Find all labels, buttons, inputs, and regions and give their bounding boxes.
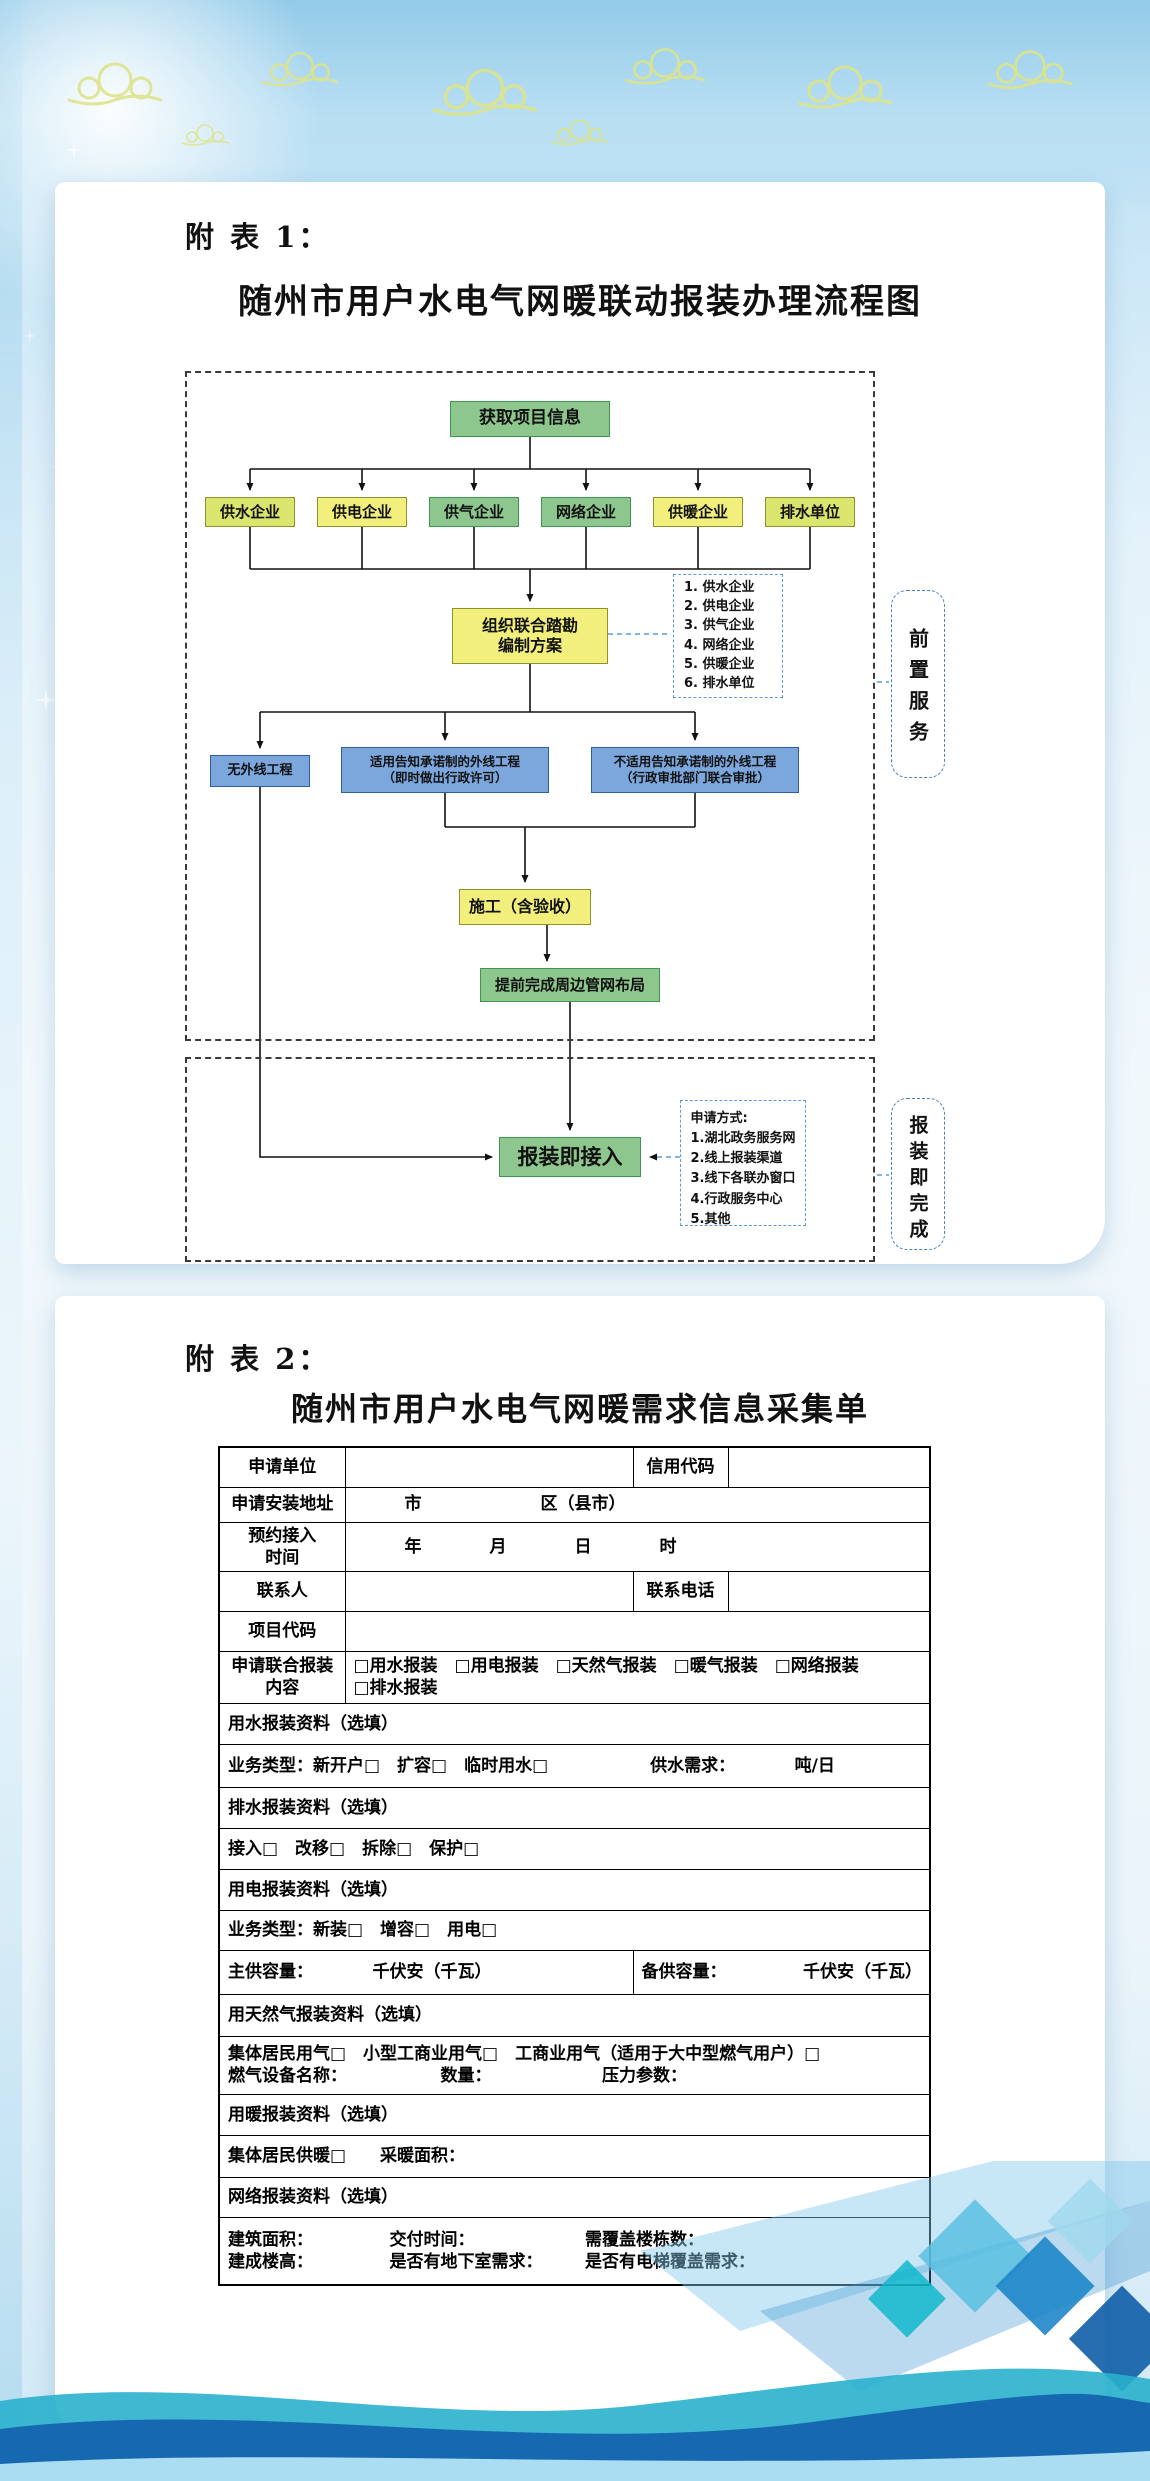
list-item: 6. 排水单位 <box>684 676 755 691</box>
form-label-cell: 联系人 <box>218 1570 346 1612</box>
list-item: 5. 供暖企业 <box>684 656 755 672</box>
form-section-header-cell: 用电报装资料（选填） <box>218 1868 931 1911</box>
table-row: 申请安装地址 市 区（县市） <box>218 1486 931 1523</box>
node-power-company: 供电企业 <box>317 497 407 527</box>
table-row: 用电报装资料（选填） <box>218 1868 931 1911</box>
form-label-cell: 申请联合报装 内容 <box>218 1650 346 1704</box>
table-row: 项目代码 <box>218 1610 931 1652</box>
form-panel: 附 表 2： 随州市用户水电气网暖需求信息采集单 申请单位 信用代码 申请安装地… <box>55 1296 1105 2442</box>
form-checkbox-cell[interactable]: 业务类型：新装□ 增容□ 用电□ <box>218 1909 931 1951</box>
node-pipe-network-layout: 提前完成周边管网布局 <box>480 968 660 1002</box>
completion-region <box>185 1057 875 1262</box>
node-water-company: 供水企业 <box>205 497 295 527</box>
form-section-header-cell: 网络报装资料（选填） <box>218 2176 931 2218</box>
node-gas-company: 供气企业 <box>429 497 519 527</box>
collection-form-table: 申请单位 信用代码 申请安装地址 市 区（县市） 预约接入 时间 年 月 日 时… <box>218 1446 931 2287</box>
form-section-header-cell: 排水报装资料（选填） <box>218 1786 931 1829</box>
form-label-cell: 项目代码 <box>218 1610 346 1652</box>
form-input-cell[interactable] <box>344 1570 634 1612</box>
form-section-header-cell: 用天然气报装资料（选填） <box>218 1993 931 2037</box>
cloud-motifs-icon <box>67 48 1073 146</box>
form-input-cell[interactable]: 建筑面积： 交付时间： 需覆盖楼栋数： 建成楼高： 是否有地下室需求： 是否有电… <box>218 2216 931 2286</box>
table-row: 建筑面积： 交付时间： 需覆盖楼栋数： 建成楼高： 是否有地下室需求： 是否有电… <box>218 2216 931 2286</box>
node-heating-company: 供暖企业 <box>653 497 743 527</box>
apply-methods-box: 申请方式: 1.湖北政务服务网 2.线上报装渠道 3.线下各联办窗口 4.行政服… <box>680 1100 806 1227</box>
form-title: 随州市用户水电气网暖需求信息采集单 <box>290 1390 869 1428</box>
table-row: 业务类型：新装□ 增容□ 用电□ <box>218 1909 931 1951</box>
bottom-wave-decoration <box>0 2161 1150 2481</box>
flowchart-panel: 附 表 1： 随州市用户水电气网暖联动报装办理流程图 <box>55 182 1105 1264</box>
list-item: 2. 供电企业 <box>684 599 755 614</box>
pre-service-region <box>185 371 875 1041</box>
form-label-cell: 预约接入 时间 <box>218 1521 346 1572</box>
form-checkbox-cell[interactable]: 集体居民用气□ 小型工商业用气□ 工商业用气（适用于大中型燃气用户）□ 燃气设备… <box>218 2035 931 2095</box>
pre-service-label: 前置服务 <box>891 590 945 778</box>
form-section-header-cell: 用水报装资料（选填） <box>218 1702 931 1745</box>
table-row: 申请联合报装 内容 □用水报装 □用电报装 □天然气报装 □暖气报装 □网络报装… <box>218 1650 931 1704</box>
node-joint-survey: 组织联合踏勘 编制方案 <box>452 608 608 664</box>
form-label-cell: 申请安装地址 <box>218 1486 346 1523</box>
table-row: 用暖报装资料（选填） <box>218 2093 931 2136</box>
node-network-company: 网络企业 <box>541 497 631 527</box>
form-input-cell[interactable] <box>727 1570 931 1612</box>
node-construction: 施工（含验收） <box>459 889 591 925</box>
table-row: 接入□ 改移□ 拆除□ 保护□ <box>218 1827 931 1870</box>
table-row: 集体居民供暖□ 采暖面积： <box>218 2134 931 2178</box>
form-checkbox-cell[interactable]: 集体居民供暖□ 采暖面积： <box>218 2134 931 2178</box>
form-input-cell[interactable] <box>344 1446 634 1488</box>
attachment1-label: 附 表 1： <box>185 220 331 254</box>
node-connect-on-apply: 报装即接入 <box>499 1137 641 1177</box>
table-row: 用天然气报装资料（选填） <box>218 1993 931 2037</box>
node-promise-system: 适用告知承诺制的外线工程 （即时做出行政许可） <box>341 747 549 793</box>
form-checkbox-cell[interactable]: 接入□ 改移□ 拆除□ 保护□ <box>218 1827 931 1870</box>
form-label-cell: 联系电话 <box>632 1570 729 1612</box>
flowchart: 获取项目信息 供水企业 供电企业 供气企业 网络企业 供暖企业 排水单位 组织联… <box>55 182 1105 1264</box>
table-row: 排水报装资料（选填） <box>218 1786 931 1829</box>
table-row: 联系人 联系电话 <box>218 1570 931 1612</box>
node-no-external-line: 无外线工程 <box>210 755 310 787</box>
form-input-cell[interactable]: 市 区（县市） <box>344 1486 931 1523</box>
form-checkbox-cell[interactable]: 业务类型：新开户□ 扩容□ 临时用水□ 供水需求： 吨/日 <box>218 1743 931 1788</box>
form-input-cell[interactable]: 年 月 日 时 <box>344 1521 931 1572</box>
table-row: 网络报装资料（选填） <box>218 2176 931 2218</box>
form-label-cell: 信用代码 <box>632 1446 729 1488</box>
table-row: 预约接入 时间 年 月 日 时 <box>218 1521 931 1572</box>
node-drainage-unit: 排水单位 <box>765 497 855 527</box>
table-row: 集体居民用气□ 小型工商业用气□ 工商业用气（适用于大中型燃气用户）□ 燃气设备… <box>218 2035 931 2095</box>
form-section-header-cell: 用暖报装资料（选填） <box>218 2093 931 2136</box>
table-row: 业务类型：新开户□ 扩容□ 临时用水□ 供水需求： 吨/日 <box>218 1743 931 1788</box>
form-checkbox-cell[interactable]: □用水报装 □用电报装 □天然气报装 □暖气报装 □网络报装 □排水报装 <box>344 1650 931 1704</box>
participants-list-box: 1. 供水企业 2. 供电企业 3. 供气企业 4. 网络企业 5. 供暖企业 … <box>673 574 783 698</box>
table-row: 申请单位 信用代码 <box>218 1446 931 1488</box>
flowchart-title: 随州市用户水电气网暖联动报装办理流程图 <box>238 282 922 322</box>
completed-label: 报装即完成 <box>891 1098 945 1250</box>
attachment2-label: 附 表 2： <box>185 1342 331 1376</box>
form-input-cell[interactable]: 备供容量： 千伏安（千瓦） <box>632 1949 931 1995</box>
list-item: 1. 供水企业 <box>684 579 755 595</box>
form-label-cell: 申请单位 <box>218 1446 346 1488</box>
table-row: 主供容量： 千伏安（千瓦） 备供容量： 千伏安（千瓦） <box>218 1949 931 1995</box>
table-row: 用水报装资料（选填） <box>218 1702 931 1745</box>
node-non-promise-system: 不适用告知承诺制的外线工程 （行政审批部门联合审批） <box>591 747 799 793</box>
form-input-cell[interactable]: 主供容量： 千伏安（千瓦） <box>218 1949 634 1995</box>
list-item: 3. 供气企业 <box>684 618 755 634</box>
form-input-cell[interactable] <box>727 1446 931 1488</box>
list-item: 4. 网络企业 <box>684 637 755 653</box>
form-input-cell[interactable] <box>344 1610 931 1652</box>
left-edge-band <box>0 0 22 2481</box>
node-get-project-info: 获取项目信息 <box>450 401 610 437</box>
